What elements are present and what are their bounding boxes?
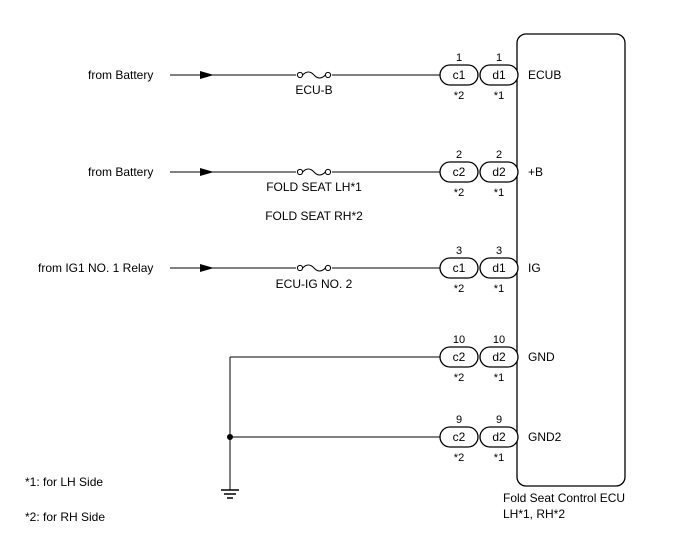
connector-label-c: c1 — [453, 68, 466, 82]
connector-pin-d — [479, 346, 519, 368]
pin-number-d: 2 — [496, 149, 502, 161]
fuse-label-rh: FOLD SEAT RH*2 — [265, 209, 363, 223]
pin-note-d: *1 — [494, 90, 504, 102]
signal-label: +B — [528, 165, 543, 179]
ecu-name-label: Fold Seat Control ECU — [503, 491, 625, 505]
pin-number-d: 10 — [493, 334, 505, 346]
fuse-label: ECU-IG NO. 2 — [276, 277, 353, 291]
connector-label-d: d1 — [492, 68, 506, 82]
signal-label: GND — [528, 350, 555, 364]
legend-note-rh: *2: for RH Side — [25, 510, 105, 524]
fuse-label: ECU-B — [295, 83, 332, 97]
pin-number-d: 1 — [496, 52, 502, 64]
connector-pin-c — [439, 257, 479, 279]
connector-label-c: c2 — [453, 165, 466, 179]
fuse-label-lh: FOLD SEAT LH*1 — [266, 180, 362, 194]
pin-number-c: 2 — [456, 149, 462, 161]
connector-pin-c — [439, 161, 479, 183]
connector-pin-c — [439, 346, 479, 368]
circuit-gnd2: 9 c2 *2 9 d2 *1 GND2 — [439, 414, 562, 464]
pin-note-c: *2 — [454, 283, 464, 295]
legend-note-lh: *1: for LH Side — [25, 475, 103, 489]
connector-pin-c — [439, 64, 479, 86]
circuit-gnd: 10 c2 *2 10 d2 *1 GND — [439, 334, 555, 384]
connector-label-c: c2 — [453, 350, 466, 364]
pin-number-d: 3 — [496, 245, 502, 257]
connector-label-c: c2 — [453, 430, 466, 444]
connector-pin-d — [479, 257, 519, 279]
ground-wiring — [221, 356, 440, 499]
connector-pin-d — [479, 161, 519, 183]
pin-number-c: 10 — [453, 334, 465, 346]
pin-note-d: *1 — [494, 372, 504, 384]
pin-note-d: *1 — [494, 283, 504, 295]
fuse-icon — [296, 264, 332, 272]
source-label: from Battery — [88, 165, 153, 179]
ground-icon — [221, 489, 239, 499]
signal-label: GND2 — [528, 430, 562, 444]
pin-note-c: *2 — [454, 90, 464, 102]
signal-label: IG — [528, 261, 541, 275]
connector-label-d: d1 — [492, 261, 506, 275]
connector-pin-d — [479, 426, 519, 448]
fuse-icon — [296, 71, 332, 79]
pin-number-c: 9 — [456, 414, 462, 426]
connector-label-c: c1 — [453, 261, 466, 275]
pin-number-c: 3 — [456, 245, 462, 257]
connector-label-d: d2 — [492, 165, 506, 179]
pin-note-c: *2 — [454, 372, 464, 384]
connector-pin-d — [479, 64, 519, 86]
pin-note-d: *1 — [494, 187, 504, 199]
ecu-box — [516, 33, 626, 487]
ecu-variant-label: LH*1, RH*2 — [503, 507, 565, 521]
connector-label-d: d2 — [492, 350, 506, 364]
pin-note-c: *2 — [454, 187, 464, 199]
connector-pin-c — [439, 426, 479, 448]
circuit-ecub: from Battery ECU-B 1 c1 *2 1 d1 *1 ECUB — [88, 52, 561, 102]
connector-label-d: d2 — [492, 430, 506, 444]
circuit-plus-b: from Battery FOLD SEAT LH*1 FOLD SEAT RH… — [88, 149, 543, 223]
fuse-icon — [296, 168, 332, 176]
source-label: from Battery — [88, 68, 153, 82]
pin-note-c: *2 — [454, 452, 464, 464]
pin-number-d: 9 — [496, 414, 502, 426]
pin-note-d: *1 — [494, 452, 504, 464]
circuit-ig: from IG1 NO. 1 Relay ECU-IG NO. 2 3 c1 *… — [38, 245, 541, 295]
signal-label: ECUB — [528, 68, 561, 82]
source-label: from IG1 NO. 1 Relay — [38, 261, 153, 275]
pin-number-c: 1 — [456, 52, 462, 64]
splice-point — [227, 434, 233, 440]
